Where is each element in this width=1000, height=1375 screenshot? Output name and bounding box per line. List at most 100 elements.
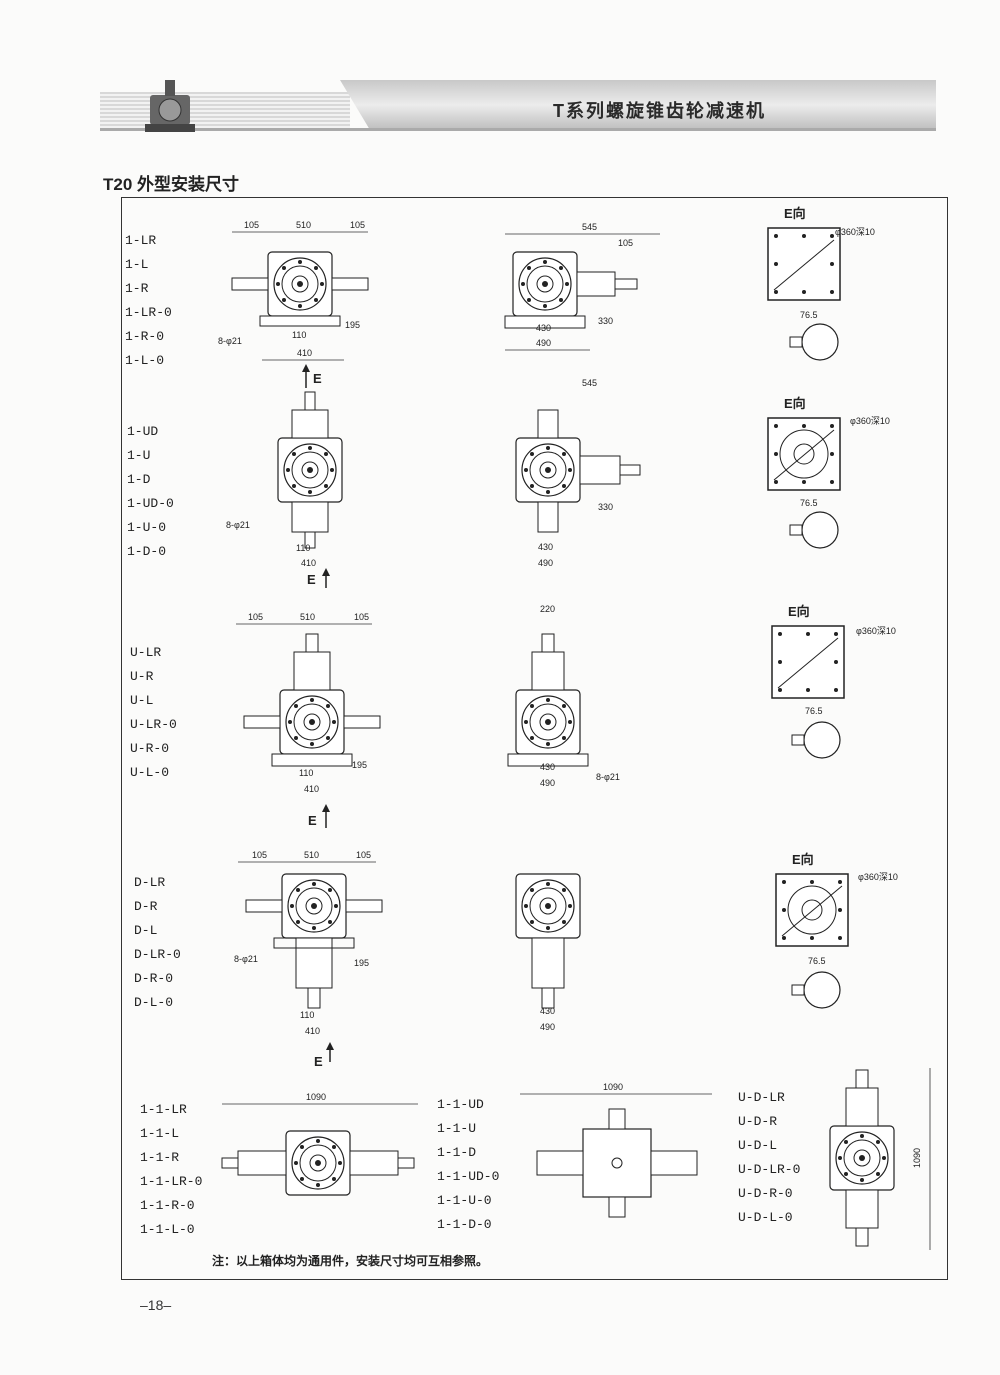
model-list-1: 1-LR 1-L 1-R 1-LR-0 1-R-0 1-L-0 [125, 229, 172, 373]
dim-105: 105 [248, 612, 263, 622]
model-list-4: D-LR D-R D-L D-LR-0 D-R-0 D-L-0 [134, 871, 181, 1015]
dim-490: 490 [540, 778, 555, 788]
drawing-5-a [221, 1130, 415, 1196]
drawing-1-side [504, 251, 638, 329]
dim-430: 430 [536, 323, 551, 333]
model-list-7: U-D-LR U-D-R U-D-L U-D-LR-0 U-D-R-0 U-D-… [738, 1086, 800, 1230]
gear-logo-icon [145, 80, 195, 132]
e-arrow-1: E [302, 364, 322, 388]
dim-bolt: 8-φ21 [234, 954, 258, 964]
model-label: U-LR [130, 645, 162, 660]
model-label: 1-1-LR-0 [140, 1174, 203, 1189]
dim-510: 510 [304, 850, 319, 860]
svg-text:E: E [307, 572, 316, 587]
model-label: D-L-0 [134, 995, 174, 1010]
dim-430: 430 [538, 542, 553, 552]
dim-410: 410 [297, 348, 312, 358]
section-title: T20 外型安装尺寸 [103, 175, 240, 194]
model-label: 1-1-UD-0 [437, 1169, 500, 1184]
model-label: D-R [134, 899, 158, 914]
dimension-labels: 105 510 105 110 410 195 8-φ21 545 105 43… [218, 220, 922, 1168]
model-label: 1-R-0 [125, 329, 165, 344]
dim-430: 430 [540, 1006, 555, 1016]
model-label: U-L-0 [130, 765, 170, 780]
dim-410: 410 [304, 784, 319, 794]
model-label: U-R [130, 669, 154, 684]
dim-110: 110 [299, 768, 313, 778]
drawing-3-side [507, 633, 589, 767]
drawing-4-side [515, 873, 581, 1009]
model-label: D-L [134, 923, 158, 938]
model-label: 1-D-0 [127, 544, 167, 559]
dim-430: 430 [540, 762, 555, 772]
dim-1090: 1090 [306, 1092, 326, 1102]
page-number: –18– [140, 1297, 172, 1313]
model-label: D-R-0 [134, 971, 174, 986]
drawing-2-front [277, 391, 343, 549]
model-label: U-D-L [738, 1138, 778, 1153]
view-label-2: E向 [784, 396, 806, 411]
dim-330: 330 [598, 502, 613, 512]
model-label: 1-1-L-0 [140, 1222, 195, 1237]
drawing-1-front [231, 251, 369, 327]
header-title: T系列螺旋锥齿轮减速机 [553, 101, 766, 121]
model-label: 1-R [125, 281, 149, 296]
model-label: U-L [130, 693, 154, 708]
model-label: 1-UD [127, 424, 159, 439]
model-label: U-D-LR [738, 1090, 785, 1105]
model-label: U-D-L-0 [738, 1210, 793, 1225]
dim-490: 490 [538, 558, 553, 568]
model-label: U-R-0 [130, 741, 170, 756]
model-label: 1-1-U [437, 1121, 477, 1136]
model-label: U-D-R-0 [738, 1186, 793, 1201]
dim-hole: φ360深10 [856, 626, 896, 636]
drawing-2-eview [767, 417, 841, 491]
model-label: D-LR [134, 875, 166, 890]
dim-76-5: 76.5 [800, 310, 818, 320]
view-label-1: E向 [784, 206, 806, 221]
dim-1090: 1090 [912, 1148, 922, 1168]
drawing-4-eview [775, 873, 849, 947]
dim-545: 545 [582, 378, 597, 388]
model-label: 1-L-0 [125, 353, 165, 368]
dim-490: 490 [540, 1022, 555, 1032]
model-label: 1-1-D-0 [437, 1217, 492, 1232]
svg-text:E: E [314, 1054, 323, 1069]
model-label: 1-1-R [140, 1150, 180, 1165]
drawing-2-side [515, 409, 641, 533]
footnote: 注：以上箱体均为通用件，安装尺寸均可互相参照。 [212, 1254, 489, 1268]
dim-110: 110 [292, 330, 306, 340]
model-label: 1-1-UD [437, 1097, 484, 1112]
model-label: 1-1-L [140, 1126, 180, 1141]
dim-76-5: 76.5 [808, 956, 826, 966]
view-label-3: E向 [788, 604, 810, 619]
dim-105: 105 [252, 850, 267, 860]
dim-410: 410 [305, 1026, 320, 1036]
model-label: 1-1-LR [140, 1102, 187, 1117]
model-label: D-LR-0 [134, 947, 181, 962]
dim-490: 490 [536, 338, 551, 348]
e-arrow-2: E [307, 568, 330, 588]
dim-330: 330 [598, 316, 613, 326]
dim-105: 105 [350, 220, 365, 230]
dim-110: 110 [296, 543, 310, 553]
dimension-lines [222, 231, 931, 1250]
dim-105: 105 [244, 220, 259, 230]
header-banner [100, 80, 936, 131]
model-label: 1-UD-0 [127, 496, 174, 511]
model-label: U-LR-0 [130, 717, 177, 732]
dim-105: 105 [356, 850, 371, 860]
svg-text:E: E [313, 371, 322, 386]
drawing-5-c [829, 1069, 895, 1247]
model-list-5: 1-1-LR 1-1-L 1-1-R 1-1-LR-0 1-1-R-0 1-1-… [140, 1098, 202, 1242]
model-label: 1-L [125, 257, 149, 272]
dim-bolt: 8-φ21 [218, 336, 242, 346]
svg-text:E: E [308, 813, 317, 828]
model-label: 1-U [127, 448, 151, 463]
dim-110: 110 [300, 1010, 314, 1020]
dim-76-5: 76.5 [800, 498, 818, 508]
model-label: 1-1-D [437, 1145, 477, 1160]
model-label: 1-1-R-0 [140, 1198, 195, 1213]
e-arrow-4: E [314, 1042, 334, 1069]
model-label: U-D-R [738, 1114, 778, 1129]
